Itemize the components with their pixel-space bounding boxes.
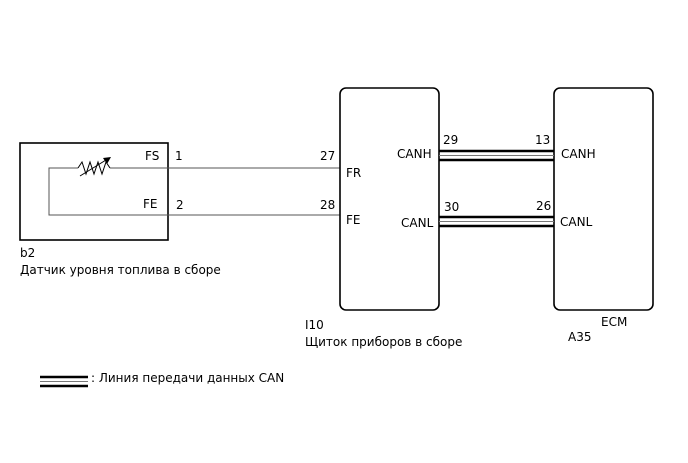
variable-resistor-icon — [77, 157, 111, 177]
legend-text: : Линия передачи данных CAN — [91, 371, 285, 385]
cluster-name: Щиток приборов в сборе — [305, 335, 463, 349]
cluster-pin-fe-number: 28 — [320, 198, 336, 212]
legend-can-line-icon — [40, 375, 88, 388]
sensor-pin-fe-label: FE — [143, 197, 158, 211]
ecm-pin-canh-label: CANH — [561, 147, 596, 161]
sensor-pin-fs-number: 1 — [175, 149, 183, 163]
sensor-code: b2 — [20, 246, 36, 260]
cluster-pin-canh-number: 29 — [443, 133, 459, 147]
cluster-box — [339, 87, 440, 311]
cluster-pin-canl-label: CANL — [401, 216, 434, 230]
cluster-pin-fr-number: 27 — [320, 149, 336, 163]
ecm-pin-canh-number: 13 — [535, 133, 551, 147]
ecm-pin-canl-label: CANL — [560, 215, 593, 229]
ecm-name: ECM — [601, 315, 628, 329]
ecm-pin-canl-number: 26 — [536, 199, 552, 213]
sensor-pin-fs-label: FS — [145, 149, 160, 163]
ecm-code: A35 — [568, 330, 592, 344]
canh-bus-line — [439, 149, 554, 162]
canl-bus-line — [439, 215, 554, 228]
sensor-inner-wire — [48, 167, 168, 216]
cluster-pin-fe-label: FE — [346, 213, 361, 227]
cluster-pin-canl-number: 30 — [444, 200, 460, 214]
cluster-code: I10 — [305, 318, 324, 332]
ecm-box — [553, 87, 654, 311]
sensor-box — [19, 142, 169, 241]
sensor-name: Датчик уровня топлива в сборе — [20, 263, 221, 277]
cluster-pin-canh-label: CANH — [397, 147, 432, 161]
sensor-pin-fe-number: 2 — [176, 198, 184, 212]
cluster-pin-fr-label: FR — [346, 166, 362, 180]
